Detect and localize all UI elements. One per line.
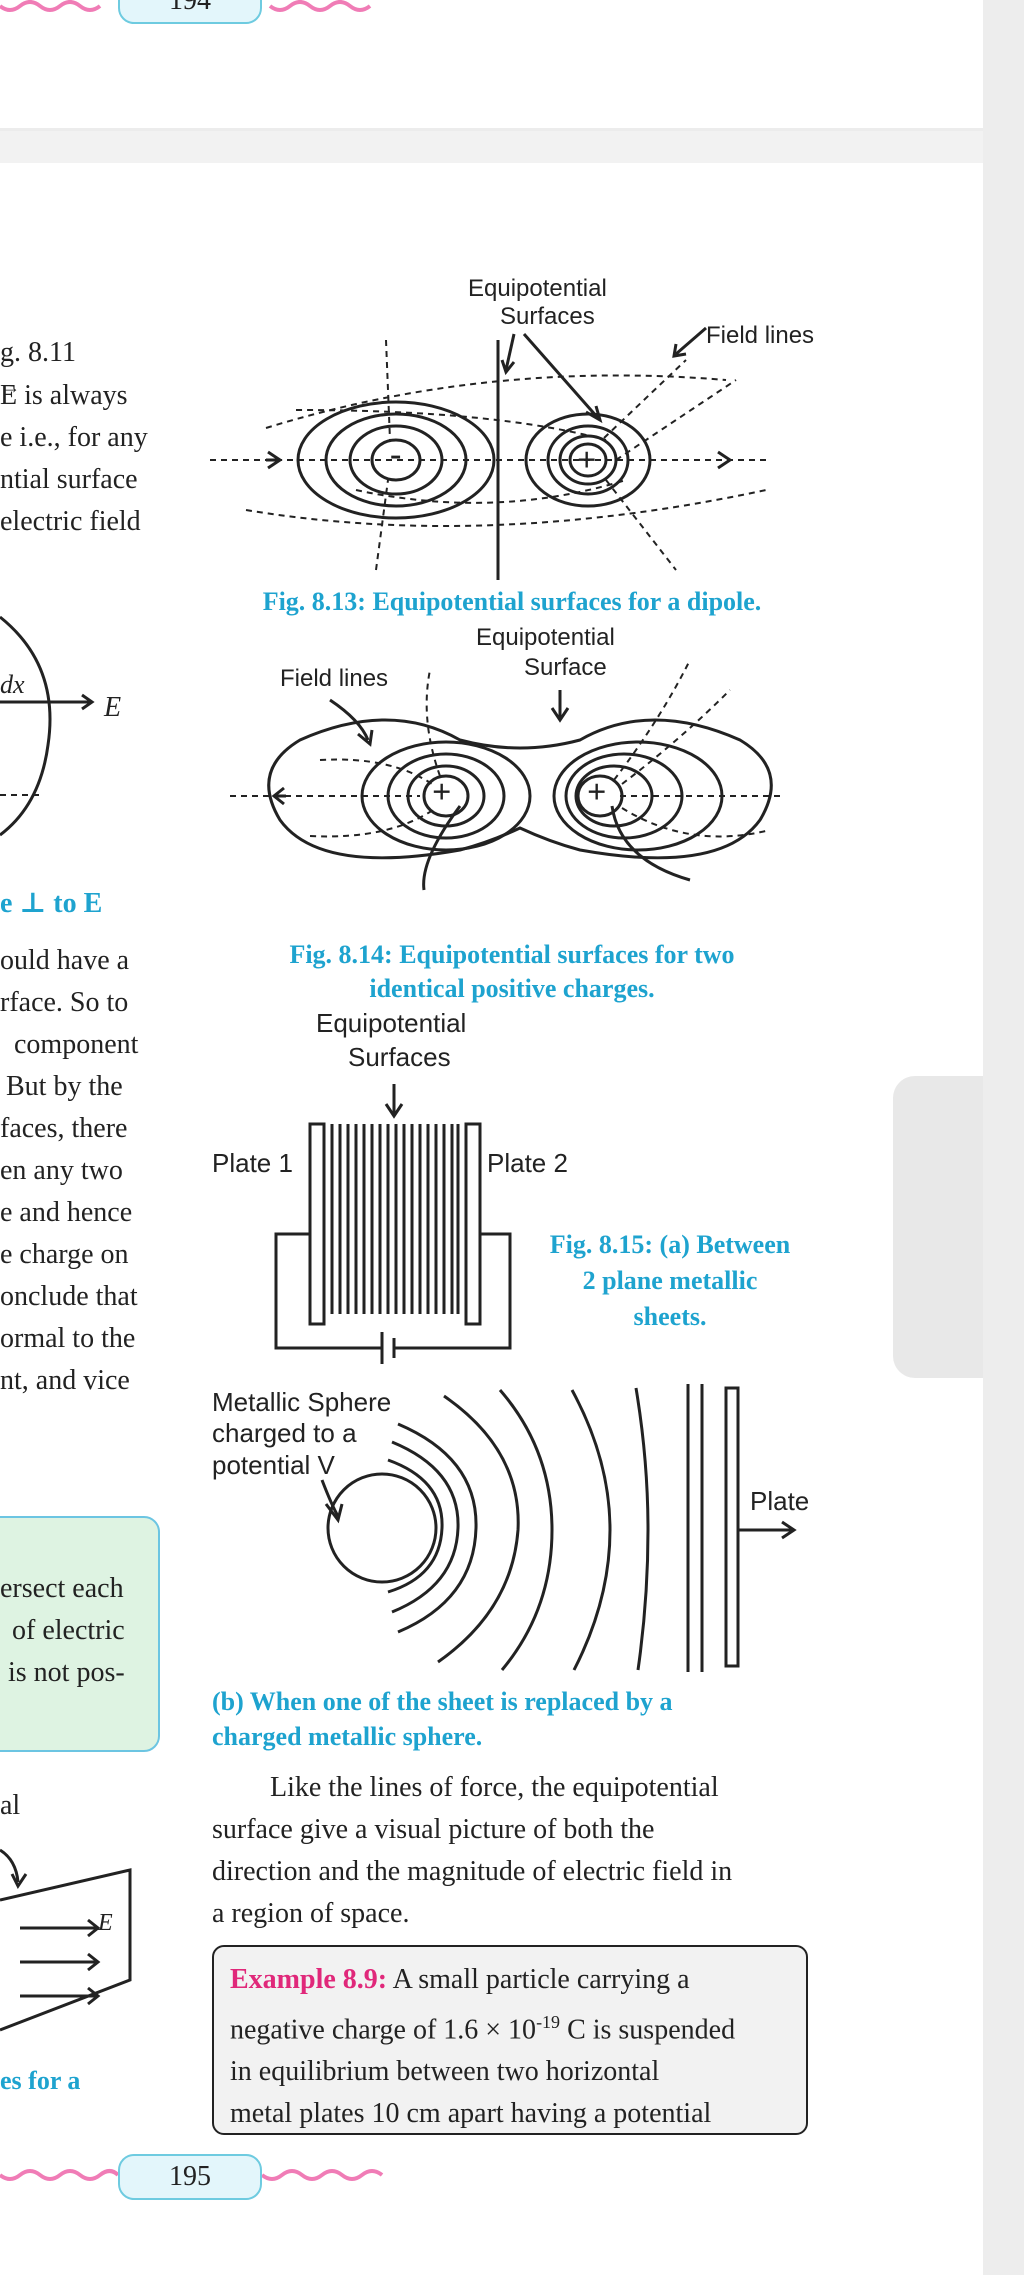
example-line2-end: C is suspended [560, 2014, 736, 2046]
scrollbar-thumb[interactable] [893, 1076, 983, 1378]
example-exponent: -19 [536, 2012, 561, 2032]
dx-label: dx [0, 670, 25, 699]
left-line-13: e charge on [0, 1239, 129, 1270]
left-caption-bottom: es for a [0, 2066, 81, 2095]
fig815-equipotential-label: Equipotential [316, 1008, 467, 1038]
two-positive-charges-diagram [230, 659, 780, 891]
left-dx-figure [0, 615, 95, 837]
left-line-9: But by the [6, 1071, 123, 1102]
fig814-field-lines-label: Field lines [280, 665, 389, 692]
left-line-7: rface. So to [0, 987, 129, 1018]
parallel-plates-diagram [274, 1084, 512, 1364]
fig815-caption-line1: Fig. 8.15: (a) Between [549, 1230, 791, 1259]
left-line-4: ntial surface [0, 464, 138, 495]
left-line-15: ormal to the [0, 1323, 136, 1354]
fig813-equipotential-label: Equipotential [468, 275, 607, 302]
left-caption-fragment: e ⊥ to E [0, 888, 103, 919]
fig814-caption-line1: Fig. 8.14: Equipotential surfaces for tw… [289, 940, 735, 969]
dipole-plus-sign: + [577, 442, 597, 479]
left-line-12: e and hence [0, 1197, 133, 1228]
left-line-3: e i.e., for any [0, 422, 148, 453]
left-line-2: → E is always [0, 375, 128, 417]
dipole-diagram [210, 326, 767, 580]
left-arrow-e-label: E [98, 1910, 113, 1936]
footer-wave-decoration [0, 2169, 384, 2181]
note-line-1: ersect each [0, 1573, 124, 1604]
fig815-caption-line3: sheets. [633, 1302, 707, 1331]
fig815-surfaces-label: Surfaces [348, 1042, 451, 1072]
paragraph-line4: a region of space. [212, 1898, 410, 1929]
header-page-number: 194 [118, 0, 262, 24]
example-line1: Example 8.9: A small particle carrying a [230, 1959, 790, 2001]
dipole-minus-sign: - [390, 436, 402, 473]
sphere-label-line2: charged to a [212, 1418, 357, 1448]
fig815b-caption-line1: (b) When one of the sheet is replaced by… [212, 1687, 673, 1716]
page-gap [0, 131, 983, 163]
note-box [0, 1516, 160, 1752]
example-line1-text: A small particle carrying a [387, 1964, 690, 1995]
sphere-label-line3: potential V [212, 1450, 335, 1480]
plate2-label: Plate 2 [487, 1148, 568, 1178]
example-line4: metal plates 10 cm apart having a potent… [230, 2098, 712, 2130]
e-vector-arrow: → [2, 377, 20, 397]
fig813-surfaces-label: Surfaces [500, 303, 595, 330]
left-line-1: g. 8.11 [0, 337, 76, 368]
charge1-plus-sign: + [432, 774, 452, 811]
sphere-plate-diagram [320, 1384, 797, 1672]
sphere-label-line1: Metallic Sphere [212, 1387, 392, 1417]
left-line-10: faces, there [0, 1113, 128, 1144]
charge2-plus-sign: + [587, 774, 607, 811]
header-wave-decoration [0, 0, 372, 12]
paragraph-line1: Like the lines of force, the equipotenti… [270, 1772, 719, 1803]
note-line-2: of electric [12, 1615, 125, 1646]
example-line2: negative charge of 1.6 × 10-19 C is susp… [230, 2001, 790, 2051]
plate-label: Plate [750, 1486, 810, 1516]
fig814-surface-label: Surface [524, 654, 607, 681]
left-plane-figure [0, 1848, 132, 2032]
example-box: Example 8.9: A small particle carrying a… [212, 1945, 808, 2135]
fig813-field-lines-label: Field lines [706, 322, 815, 349]
fig814-caption-line2: identical positive charges. [369, 974, 655, 1003]
fig815-caption-line2: 2 plane metallic [582, 1266, 758, 1295]
left-line-14: onclude that [0, 1281, 138, 1312]
left-line-16: nt, and vice [0, 1365, 130, 1396]
note-line-3: is not pos- [8, 1657, 125, 1688]
e-label: E [104, 692, 122, 723]
example-label: Example 8.9: [230, 1964, 388, 1995]
fig815b-caption-line2: charged metallic sphere. [212, 1722, 483, 1751]
left-line-5: electric field [0, 506, 141, 537]
left-line-6: ould have a [0, 945, 130, 976]
left-line-11: en any two [0, 1155, 123, 1186]
left-line-8: component [14, 1029, 139, 1060]
paragraph-line3: direction and the magnitude of electric … [212, 1856, 733, 1887]
scrollbar-track[interactable] [983, 0, 1024, 2275]
fig813-caption: Fig. 8.13: Equipotential surfaces for a … [262, 587, 762, 616]
example-line3: in equilibrium between two horizontal [230, 2056, 660, 2088]
plate1-label: Plate 1 [212, 1148, 293, 1178]
fig814-equipotential-label: Equipotential [476, 624, 615, 651]
left-label-al: al [0, 1790, 21, 1821]
footer-page-number: 195 [118, 2154, 262, 2200]
left-line-2-text: E is always [0, 380, 128, 411]
example-line2-text: negative charge of 1.6 × 10 [230, 2014, 537, 2046]
paragraph-line2: surface give a visual picture of both th… [212, 1814, 655, 1845]
